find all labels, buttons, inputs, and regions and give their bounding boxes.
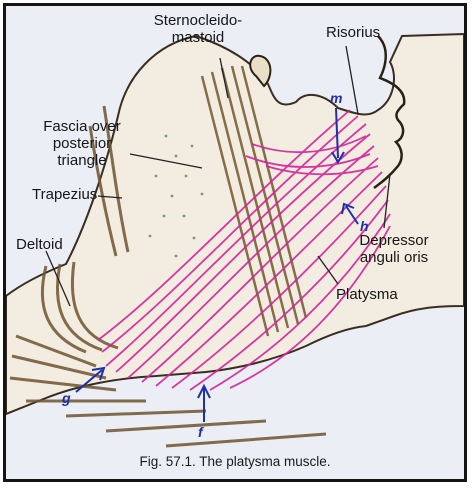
figure-caption: Fig. 57.1. The platysma muscle. [6, 454, 464, 469]
label-depressor-anguli-oris: Depressor anguli oris [342, 232, 446, 266]
label-trapezius: Trapezius [32, 186, 97, 203]
label-f: f [198, 424, 203, 441]
label-fascia-line2: posterior [32, 135, 132, 152]
label-sternocleidomastoid-line1: Sternocleido- [146, 12, 250, 29]
label-fascia-line3: triangle [32, 152, 132, 169]
label-deltoid: Deltoid [16, 236, 63, 253]
label-platysma: Platysma [336, 286, 398, 303]
label-sternocleidomastoid: Sternocleido- mastoid [146, 12, 250, 46]
label-depressor-line2: anguli oris [342, 249, 446, 266]
label-depressor-line1: Depressor [342, 232, 446, 249]
label-fascia: Fascia over posterior triangle [32, 118, 132, 169]
figure-frame: Sternocleido- mastoid Risorius Fascia ov… [3, 3, 467, 482]
label-risorius: Risorius [326, 24, 380, 41]
label-m: m [330, 90, 342, 107]
label-g: g [62, 390, 71, 407]
label-sternocleidomastoid-line2: mastoid [146, 29, 250, 46]
label-fascia-line1: Fascia over [32, 118, 132, 135]
label-h: h [360, 218, 369, 235]
